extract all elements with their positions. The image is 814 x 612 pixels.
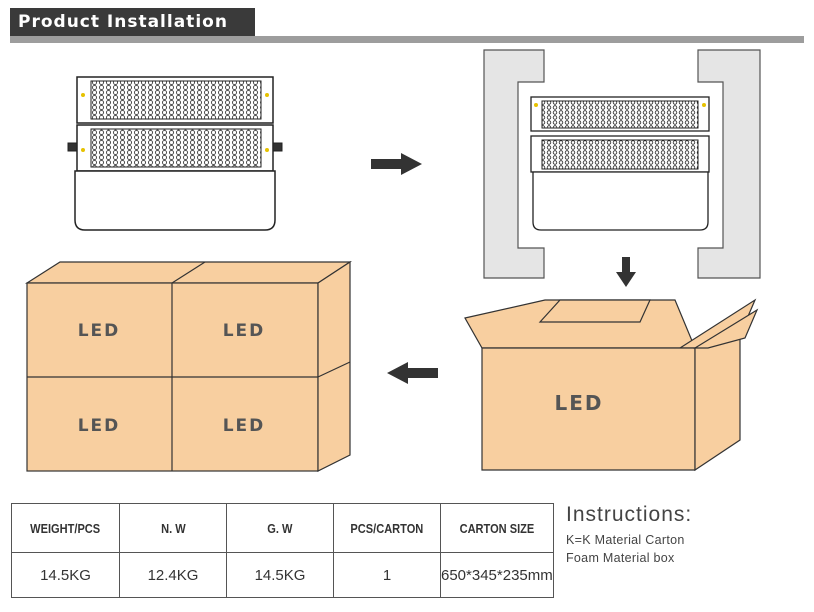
foam-packing: [483, 49, 761, 279]
section-title-tab: [10, 8, 255, 36]
value-cell: 1: [333, 552, 441, 598]
arrow-left-icon: [387, 362, 438, 384]
stacked-cartons: [24, 260, 353, 472]
instructions-title: Instructions:: [566, 503, 693, 526]
spec-table: WEIGHT/PCS N. W G. W PCS/CARTON CARTON S…: [11, 503, 554, 598]
spec-table-value-row: 14.5KG 12.4KG 14.5KG 1 650*345*235mm: [11, 552, 554, 598]
floodlight-fixture: [67, 76, 283, 231]
header-cell: G. W: [226, 503, 334, 553]
instruction-line: K=K Material Carton: [566, 533, 685, 547]
installation-diagram: LED LED LED LED LED: [24, 49, 761, 472]
section-rule: [10, 36, 804, 43]
packed-floodlight: [530, 96, 710, 231]
header-cell: PCS/CARTON: [333, 503, 441, 553]
header-cell: WEIGHT/PCS: [11, 503, 120, 553]
value-cell: 14.5KG: [11, 552, 120, 598]
section-header: Product Installation: [10, 8, 804, 44]
value-cell: 14.5KG: [226, 552, 334, 598]
carton-label: LED: [554, 391, 603, 415]
spec-table-header-row: WEIGHT/PCS N. W G. W PCS/CARTON CARTON S…: [11, 503, 554, 553]
section-title: Product Installation: [18, 12, 228, 32]
instructions-block: Instructions: K=K Material Carton Foam M…: [566, 503, 692, 565]
instruction-line: Foam Material box: [566, 551, 675, 565]
header-cell: CARTON SIZE: [440, 503, 554, 553]
value-cell: 12.4KG: [119, 552, 227, 598]
value-cell: 650*345*235mm: [440, 552, 554, 598]
carton-label: LED: [223, 321, 266, 341]
carton-label: LED: [78, 321, 121, 341]
carton-label: LED: [78, 416, 121, 436]
carton-label: LED: [223, 416, 266, 436]
header-cell: N. W: [119, 503, 227, 553]
open-carton: [464, 298, 759, 472]
arrow-down-icon: [616, 257, 636, 287]
arrow-right-icon: [371, 153, 422, 175]
